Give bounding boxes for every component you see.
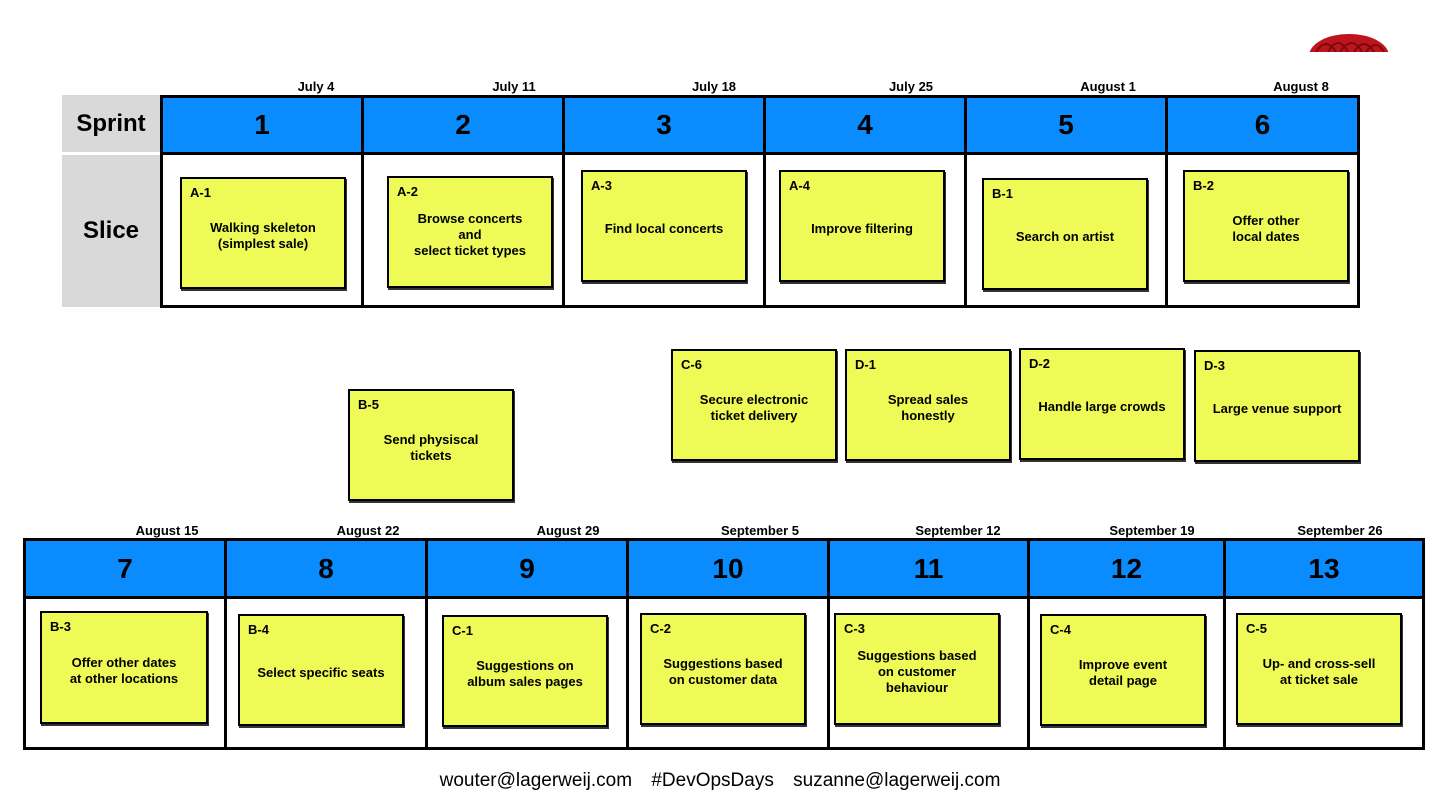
story-title: Secure electronic ticket delivery — [699, 392, 809, 423]
sprint-number-cell: 9 — [425, 538, 629, 599]
story-code: B-5 — [358, 397, 379, 412]
sprint-number-cell: 3 — [562, 95, 766, 155]
sprint-date: September 12 — [915, 523, 1001, 538]
footer: wouter@lagerweij.com #DevOpsDays suzanne… — [0, 770, 1440, 792]
story-code: B-4 — [248, 622, 269, 637]
story-title: Suggestions on album sales pages — [467, 658, 583, 689]
story-code: A-2 — [397, 184, 418, 199]
sprint-date: August 15 — [135, 523, 199, 538]
story-title: Improve event detail page — [1078, 657, 1168, 688]
sprint-date: August 29 — [536, 523, 600, 538]
story-code: B-3 — [50, 619, 71, 634]
story-code: C-4 — [1050, 622, 1071, 637]
sprint-number-cell: 5 — [964, 95, 1168, 155]
story-title: Spread sales honestly — [887, 392, 969, 423]
story-title: Select specific seats — [257, 665, 385, 680]
sprint-number-cell: 4 — [763, 95, 967, 155]
story-title: Up- and cross-sell at ticket sale — [1262, 656, 1376, 687]
sprint-date: July 4 — [297, 79, 335, 94]
story-code: A-1 — [190, 185, 211, 200]
sprint-number-cell: 10 — [626, 538, 830, 599]
story-title: Find local concerts — [604, 221, 724, 236]
sprint-number-cell: 12 — [1027, 538, 1226, 599]
sprint-date: July 11 — [492, 79, 536, 94]
story-title: Handle large crowds — [1038, 399, 1166, 414]
sprint-date: September 5 — [720, 523, 800, 538]
story-code: B-1 — [992, 186, 1013, 201]
sprint-date: September 26 — [1297, 523, 1383, 538]
story-code: B-2 — [1193, 178, 1214, 193]
sprint-date: July 25 — [888, 79, 934, 94]
story-code: C-5 — [1246, 621, 1267, 636]
sprint-number-cell: 11 — [827, 538, 1030, 599]
sprint-row-label: Sprint — [62, 95, 160, 152]
story-title: Suggestions based on customer behaviour — [857, 648, 977, 695]
story-title: Suggestions based on customer data — [663, 656, 783, 687]
footer-email-wouter[interactable]: wouter@lagerweij.com — [439, 770, 633, 791]
story-title: Search on artist — [1015, 229, 1115, 244]
logo-icon — [1306, 30, 1392, 52]
sprint-number-cell: 6 — [1165, 95, 1360, 155]
story-code: A-3 — [591, 178, 612, 193]
story-code: C-3 — [844, 621, 865, 636]
footer-hashtag: #DevOpsDays — [651, 770, 774, 791]
sprint-number-cell: 8 — [224, 538, 428, 599]
story-code: D-2 — [1029, 356, 1050, 371]
sprint-number-cell: 13 — [1223, 538, 1425, 599]
story-title: Browse concerts and select ticket types — [413, 211, 526, 258]
story-code: C-1 — [452, 623, 473, 638]
sprint-date: August 22 — [336, 523, 400, 538]
sprint-date: August 8 — [1273, 79, 1329, 94]
story-code: C-2 — [650, 621, 671, 636]
sprint-date: August 1 — [1080, 79, 1136, 94]
story-title: Walking skeleton (simplest sale) — [210, 220, 316, 251]
story-title: Offer other dates at other locations — [69, 654, 179, 686]
story-title: Large venue support — [1212, 401, 1342, 416]
story-code: C-6 — [681, 357, 702, 372]
sprint-date: July 18 — [691, 79, 737, 94]
story-code: A-4 — [789, 178, 810, 193]
sprint-number-cell: 7 — [23, 538, 227, 599]
footer-email-suzanne[interactable]: suzanne@lagerweij.com — [793, 770, 1001, 791]
story-code: D-1 — [855, 357, 876, 372]
sprint-number-cell: 2 — [361, 95, 565, 155]
story-title: Improve filtering — [811, 221, 913, 236]
story-title: Offer other local dates — [1232, 213, 1300, 244]
sprint-number-cell: 1 — [160, 95, 364, 155]
story-code: D-3 — [1204, 358, 1225, 373]
slice-row-label: Slice — [62, 155, 160, 307]
sprint-date: September 19 — [1109, 523, 1195, 538]
story-title: Send physiscal tickets — [383, 432, 479, 463]
